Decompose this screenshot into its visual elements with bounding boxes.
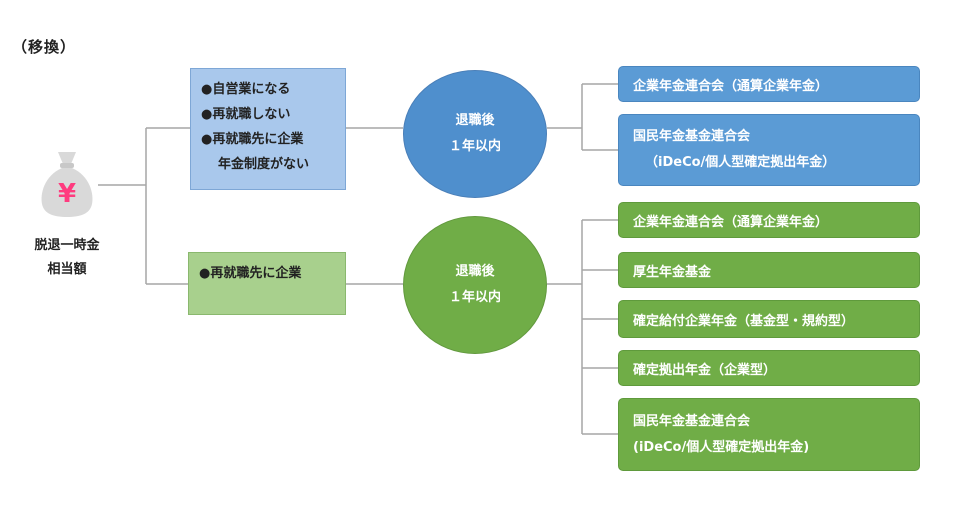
condition-line: ●再就職しない xyxy=(201,107,291,122)
destination-label: 国民年金基金連合会 xyxy=(633,413,751,429)
condition-line: ●再就職先に企業 xyxy=(201,132,304,147)
destination-label: 国民年金基金連合会 xyxy=(633,129,751,144)
timeframe-circle-blue: 退職後 １年以内 xyxy=(403,70,547,198)
destination-box: 国民年金基金連合会 （iDeCo/個人型確定拠出年金） xyxy=(618,114,920,186)
destination-box: 企業年金連合会（通算企業年金） xyxy=(618,66,920,102)
destination-label: 企業年金連合会（通算企業年金） xyxy=(633,214,829,230)
condition-box-self-employed: ●自営業になる ●再就職しない ●再就職先に企業 年金制度がない xyxy=(190,68,346,190)
circle-line1: 退職後 xyxy=(455,113,495,128)
condition-line: ●再就職先に企業 xyxy=(199,266,302,281)
destination-label: 確定給付企業年金（基金型・規約型） xyxy=(633,313,855,329)
yen-money-bag-icon: ¥ xyxy=(38,148,96,218)
circle-line1: 退職後 xyxy=(455,264,495,279)
destination-box: 国民年金基金連合会 (iDeCo/個人型確定拠出年金) xyxy=(618,398,920,471)
circle-line2: １年以内 xyxy=(448,139,501,154)
source-label-line1: 脱退一時金 xyxy=(34,238,100,253)
destination-label: 企業年金連合会（通算企業年金） xyxy=(633,78,829,94)
destination-box: 企業年金連合会（通算企業年金） xyxy=(618,202,920,238)
circle-line2: １年以内 xyxy=(448,290,501,305)
destination-sublabel: (iDeCo/個人型確定拠出年金) xyxy=(633,439,810,455)
destination-sublabel: （iDeCo/個人型確定拠出年金） xyxy=(645,155,836,170)
timeframe-circle-green: 退職後 １年以内 xyxy=(403,216,547,354)
condition-line: 年金制度がない xyxy=(218,157,310,172)
yen-symbol: ¥ xyxy=(58,179,76,209)
condition-line: ●自営業になる xyxy=(201,82,291,97)
destination-label: 厚生年金基金 xyxy=(633,264,712,280)
page-title: （移換） xyxy=(12,38,77,56)
source-label: 脱退一時金 相当額 xyxy=(14,234,120,282)
destination-label: 確定拠出年金（企業型） xyxy=(633,362,777,378)
destination-box: 確定拠出年金（企業型） xyxy=(618,350,920,386)
source-label-line2: 相当額 xyxy=(47,262,87,277)
destination-box: 確定給付企業年金（基金型・規約型） xyxy=(618,300,920,338)
destination-box: 厚生年金基金 xyxy=(618,252,920,288)
condition-box-reemployed: ●再就職先に企業 xyxy=(188,252,346,315)
